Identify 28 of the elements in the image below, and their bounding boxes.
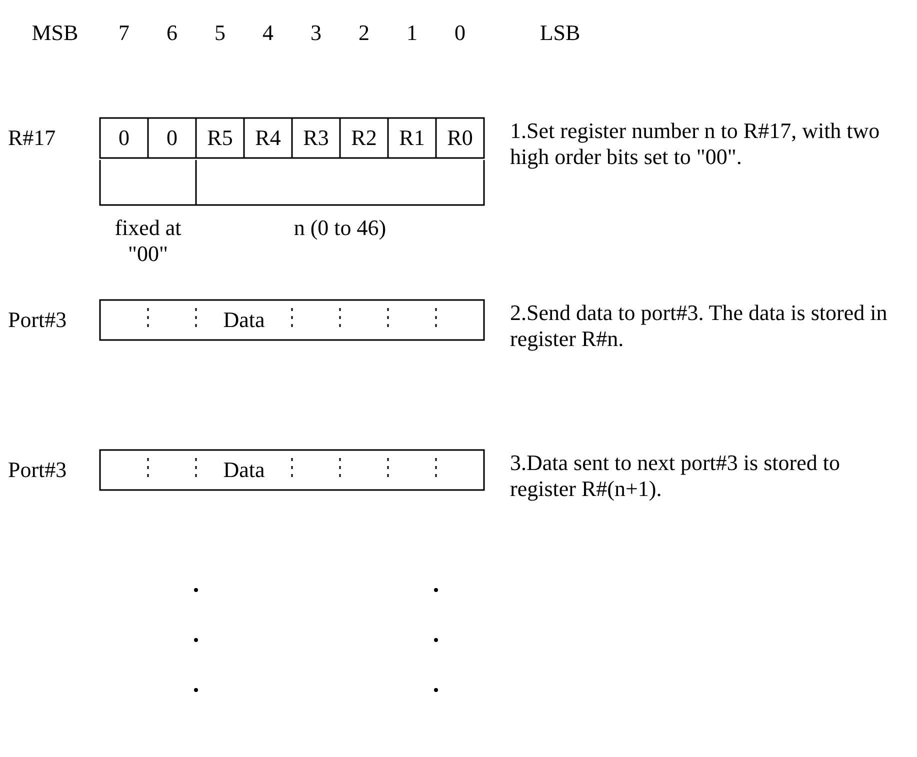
step-note: 3.Data sent to next port#3 is stored to register R#(n+1).	[510, 450, 841, 502]
field-caption: fixed at "00"	[114, 215, 182, 267]
field-caption: n (0 to 46)	[292, 215, 388, 241]
step-note: 2.Send data to port#3. The data is stored in register R#n.	[510, 300, 888, 352]
bit-field: R1	[388, 125, 436, 151]
bit-field: R0	[436, 125, 484, 151]
bit-number: 3	[310, 20, 322, 46]
bit-field: R4	[244, 125, 292, 151]
lsb-label: LSB	[538, 20, 582, 46]
step-note: 1.Set register number n to R#17, with two high order bits set to "00".	[510, 118, 881, 170]
bit-field: 0	[148, 125, 196, 151]
bit-number: 1	[406, 20, 418, 46]
bit-field: R2	[340, 125, 388, 151]
bit-field: 0	[100, 125, 148, 151]
bit-number: 2	[358, 20, 370, 46]
data-field: Data	[196, 307, 292, 333]
port-name: Port#3	[8, 307, 68, 333]
data-field: Data	[196, 457, 292, 483]
bit-field: R3	[292, 125, 340, 151]
bit-number: 0	[454, 20, 466, 46]
bit-field: R5	[196, 125, 244, 151]
bit-number: 6	[166, 20, 178, 46]
register-name: R#17	[8, 125, 57, 151]
port-name: Port#3	[8, 457, 68, 483]
bit-number: 7	[118, 20, 130, 46]
bit-number: 5	[214, 20, 226, 46]
bit-number: 4	[262, 20, 274, 46]
msb-label: MSB	[30, 20, 80, 46]
